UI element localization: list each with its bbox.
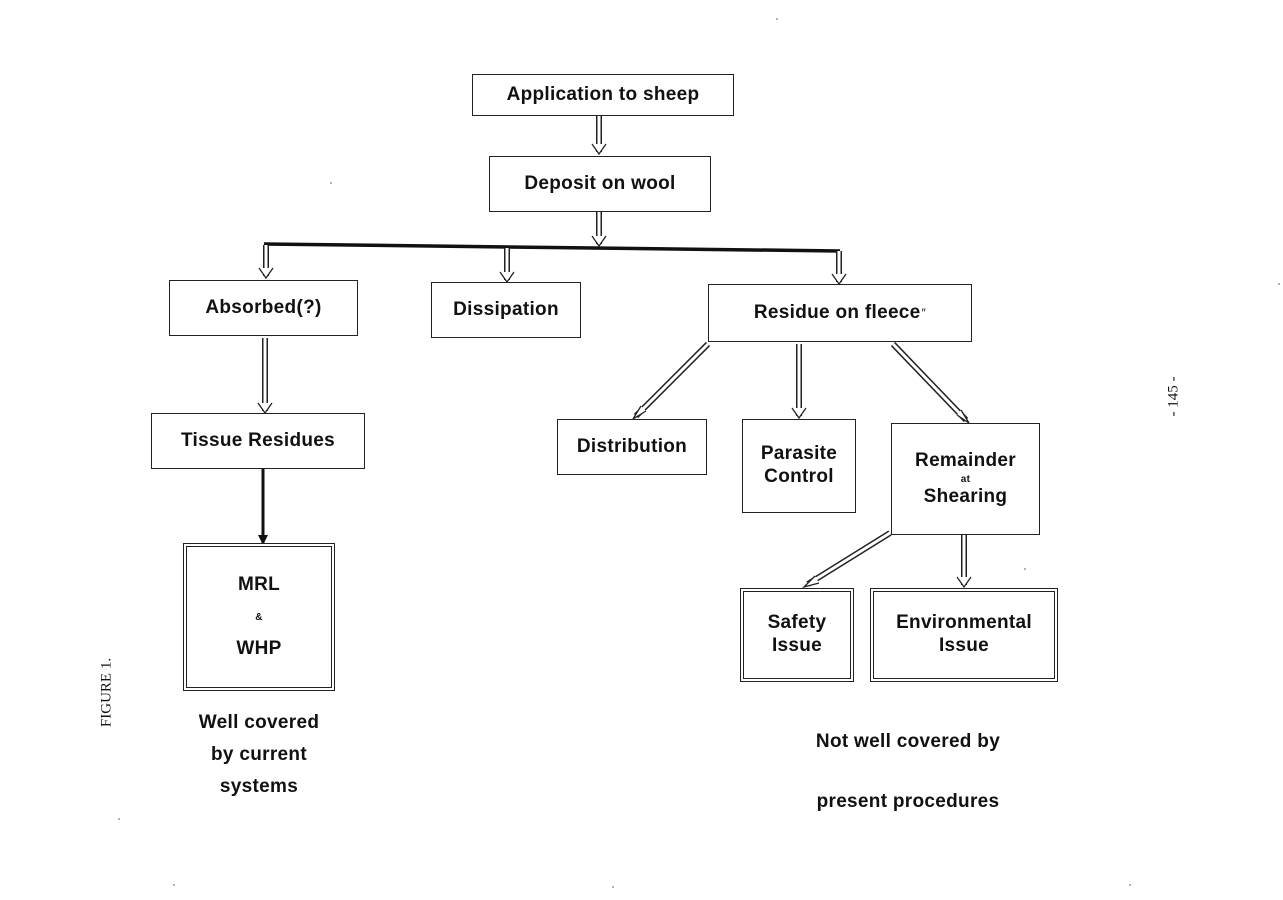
caption-not-line-2: present procedures: [816, 791, 1000, 812]
node-safety-issue: Safety Issue: [740, 588, 854, 682]
caption-well-line-3: systems: [219, 776, 299, 797]
arrow-application-to-deposit: [591, 116, 607, 156]
node-distribution: Distribution: [557, 419, 707, 475]
caption-well-line-1: Well covered: [198, 712, 320, 733]
scan-speck: [330, 182, 332, 184]
arrow-absorbed-to-tissue: [257, 338, 273, 415]
arrow-branch-to-residue: [831, 251, 847, 286]
arrow-residue-to-parasite: [791, 344, 807, 420]
node-remainder-at-shearing: Remainder at Shearing: [891, 423, 1040, 535]
figure-label: FIGURE 1.: [98, 657, 115, 728]
node-application-label: Application to sheep: [506, 83, 700, 105]
node-distribution-label: Distribution: [576, 435, 688, 457]
node-remainder-line-1: Remainder: [915, 449, 1016, 471]
arrow-deposit-to-branch: [591, 212, 607, 248]
node-absorbed-label: Absorbed(?): [205, 296, 322, 318]
node-absorbed: Absorbed(?): [169, 280, 358, 336]
node-tissue-residues-label: Tissue Residues: [180, 429, 336, 451]
page-number: - 145 -: [1165, 376, 1182, 417]
caption-not-line-1: Not well covered by: [815, 731, 1001, 752]
node-dissipation: Dissipation: [431, 282, 581, 338]
node-dissipation-label: Dissipation: [453, 298, 559, 320]
scan-speck: [776, 18, 778, 20]
arrow-remainder-to-environmental: [956, 535, 972, 589]
scan-speck: [118, 818, 120, 820]
arrow-branch-to-dissipation: [499, 248, 515, 284]
node-application: Application to sheep: [472, 74, 734, 116]
node-deposit: Deposit on wool: [489, 156, 711, 212]
node-amp-label: &: [255, 611, 263, 623]
node-environmental-issue: Environmental Issue: [870, 588, 1058, 682]
node-remainder-line-2: Shearing: [923, 485, 1008, 507]
node-residue-on-fleece: Residue on fleece ″: [708, 284, 972, 342]
node-whp-label: WHP: [236, 637, 282, 659]
arrow-residue-to-distribution: [632, 341, 711, 420]
scan-speck: [173, 884, 175, 886]
scan-speck: [1129, 884, 1131, 886]
node-tissue-residues: Tissue Residues: [151, 413, 365, 469]
node-mrl-label: MRL: [237, 573, 281, 595]
node-residue-on-fleece-label: Residue on fleece: [753, 301, 921, 323]
node-environmental-line-1: Environmental: [896, 612, 1032, 634]
scan-speck: [1024, 568, 1026, 570]
node-environmental-line-2: Issue: [938, 635, 990, 656]
node-safety-line-1: Safety: [767, 612, 827, 634]
node-safety-line-2: Issue: [771, 635, 823, 656]
node-parasite-control-line-2: Control: [764, 466, 834, 487]
scan-speck: [612, 886, 614, 888]
node-deposit-label: Deposit on wool: [524, 172, 676, 194]
caption-not-well-covered: Not well covered by present procedures: [760, 712, 1056, 832]
caption-well-covered: Well covered by current systems: [170, 707, 348, 803]
residue-mark: ″: [921, 305, 927, 320]
arrow-remainder-to-safety: [801, 530, 892, 589]
node-parasite-control: Parasite Control: [742, 419, 856, 513]
scan-speck: [1278, 283, 1280, 285]
node-mrl-whp: MRL & WHP: [183, 543, 335, 691]
node-remainder-at: at: [960, 473, 971, 485]
caption-well-line-2: by current: [211, 744, 307, 765]
branch-bar: [263, 242, 841, 253]
node-parasite-control-line-1: Parasite: [760, 443, 838, 465]
arrow-branch-to-absorbed: [258, 245, 274, 280]
arrow-residue-to-remainder: [890, 341, 970, 424]
